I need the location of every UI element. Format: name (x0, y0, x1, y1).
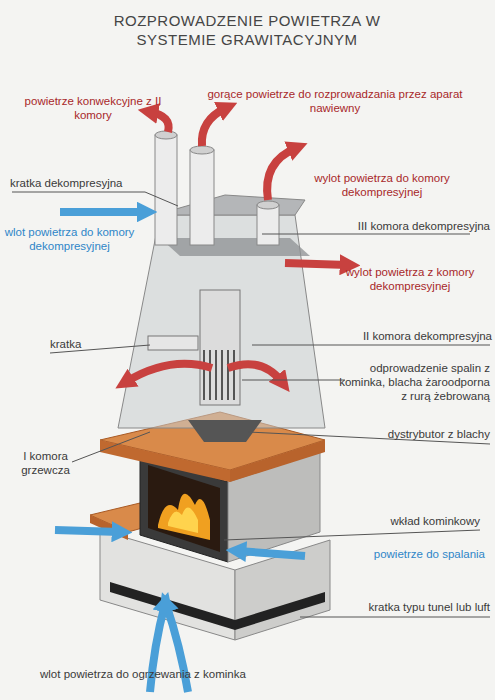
pipe (257, 205, 279, 245)
wood-mantle (100, 440, 230, 482)
callout-label: gorące powietrze do rozprowadzania przez… (205, 88, 465, 116)
pipe (155, 131, 177, 139)
leader-line (242, 380, 345, 381)
callout-label: kratka dekompresyjna (10, 177, 160, 191)
callout-label: I komora grzewcza (8, 450, 83, 478)
leader-lines (12, 192, 490, 617)
tunnel-grille (235, 592, 325, 630)
leader-line (300, 617, 490, 618)
flue-ribs (204, 350, 234, 400)
callout-label: kratka typu tunel lub luft (300, 601, 490, 615)
callout-label: wlot powietrza do ogrzewania z kominka (40, 668, 330, 682)
leader-line (72, 432, 150, 462)
cold-air-arrow (60, 208, 145, 216)
diagram-title: ROZPROWADZENIE POWIETRZA W SYSTEMIE GRAW… (102, 12, 392, 50)
base-side (235, 540, 330, 640)
firebox-glass (148, 465, 220, 552)
hot-air-arrow (126, 364, 212, 382)
hot-air-arrow (202, 108, 226, 146)
leader-line (262, 234, 470, 235)
chimney-hood (118, 215, 325, 428)
callout-label: powietrze konwekcyjne z II komory (18, 95, 168, 123)
wood-mantle (230, 440, 325, 482)
pipe (190, 150, 214, 245)
hot-air-arrows (126, 108, 348, 382)
fire (168, 508, 198, 533)
callout-label: wylot powietrza do komory dekompresyjnej (292, 172, 472, 200)
leader-line (252, 345, 490, 346)
pipe (155, 135, 177, 245)
hot-air-arrow (228, 364, 282, 382)
callout-label: kratka (50, 338, 110, 352)
grille-symbol (148, 336, 198, 350)
pipe (257, 201, 279, 209)
chamber-plate (160, 238, 310, 256)
fire (158, 494, 210, 540)
hot-air-arrow (150, 112, 169, 132)
hot-air-arrow (285, 263, 348, 265)
cold-air-arrow (55, 530, 120, 532)
callout-label: III komora dekompresyjna (300, 220, 490, 234)
hot-air-arrow (267, 148, 296, 200)
callout-label: odprowadzenie spalin z kominka, blacha ż… (335, 362, 490, 403)
flue-pipe (200, 290, 240, 405)
callout-label: powietrze do spalania (320, 548, 485, 562)
callout-label: wlot powietrza do komory dekompresyjnej (2, 226, 137, 254)
leader-line (12, 192, 178, 206)
callout-label: II komora dekompresyjna (320, 330, 492, 344)
callout-label: wkład kominkowy (360, 515, 480, 529)
leader-line (224, 530, 480, 540)
cold-air-arrow (238, 551, 305, 556)
cold-air-arrows (55, 212, 305, 692)
pipe (190, 146, 214, 154)
distributor (188, 420, 262, 442)
callout-label: dystrybutor z blachy (330, 428, 490, 442)
callout-label: wylot powietrza z komory dekompresyjnej (330, 266, 490, 294)
